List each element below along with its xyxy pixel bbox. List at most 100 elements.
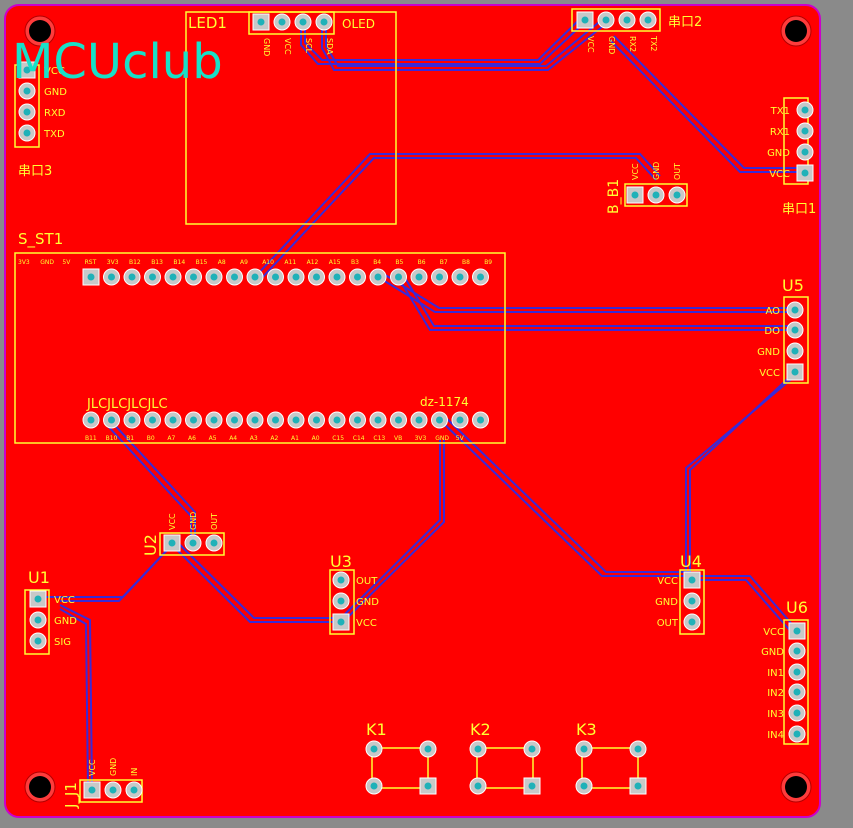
st-bot-pad <box>185 411 202 429</box>
bb1-pin-label: GND <box>652 162 661 180</box>
st-bot-pad <box>328 411 346 429</box>
u6-pad <box>788 683 806 701</box>
u6-pad <box>788 622 806 640</box>
oled-pin-label: GND <box>262 38 271 56</box>
st-bot-pin-label: A4 <box>229 435 237 442</box>
u6-pin-label: IN4 <box>767 730 784 741</box>
oled-pad <box>273 13 291 31</box>
st-top-pad <box>103 268 120 286</box>
st-bot-pin-label: A7 <box>167 435 175 442</box>
st-bot-pad <box>369 411 387 429</box>
st-top-pad <box>123 268 141 286</box>
port2-designator: 串口2 <box>668 15 702 30</box>
u5-pad <box>786 363 804 381</box>
u4-designator: U4 <box>680 552 702 571</box>
u5-pin-label: DO <box>764 326 780 337</box>
u3-pin-label: VCC <box>356 618 377 629</box>
st-bot-pin-label: B0 <box>147 435 155 442</box>
bb1-pin-label: VCC <box>631 163 640 180</box>
st-top-pin-label: 5V <box>62 259 71 266</box>
k1-designator: K1 <box>366 720 387 739</box>
u5-pad <box>786 301 804 319</box>
u6-pin-label: IN2 <box>767 688 784 699</box>
jj1-pad <box>83 781 101 799</box>
oled-pin-label: SCL <box>304 38 313 54</box>
st-bot-pad <box>410 411 428 429</box>
pads <box>18 11 814 799</box>
st-top-pin-label: B3 <box>351 259 359 266</box>
u2-pad <box>205 534 223 552</box>
jj1-pad <box>125 781 143 799</box>
port2-pin-label: RX2 <box>628 36 637 52</box>
port1-designator: 串口1 <box>782 202 816 217</box>
s-st1-designator: S_ST1 <box>18 230 63 249</box>
u3-pin-label: GND <box>356 597 379 608</box>
st-top-pad <box>410 268 428 286</box>
port3-pin-label: VCC <box>44 66 65 77</box>
port3-pad <box>18 82 36 100</box>
u5-designator: U5 <box>782 276 804 295</box>
st-bot-pin-label: A0 <box>312 435 320 442</box>
st-bot-pad <box>164 411 182 429</box>
st-top-pin-label: 3V3 <box>107 259 119 266</box>
st-top-pad <box>164 268 182 286</box>
led1-designator: LED1 <box>188 14 227 32</box>
u3-designator: U3 <box>330 552 352 571</box>
port3-pin-label: RXD <box>44 108 66 119</box>
st-top-pad <box>144 268 161 286</box>
st-bot-pin-label: B1 <box>126 435 134 442</box>
oled-pad <box>315 13 333 31</box>
st-top-pad <box>328 268 346 286</box>
k3-pad <box>575 740 593 758</box>
u1-pin-label: GND <box>54 616 77 627</box>
oled-pad <box>294 13 312 31</box>
st-top-pad <box>82 268 100 286</box>
port1-pin-label: GND <box>767 148 790 159</box>
u3-pin-label: OUT <box>356 576 378 587</box>
st-bot-pin-label: GND <box>435 435 449 442</box>
st-top-pin-label: A10 <box>262 259 274 266</box>
port2-pad <box>576 11 594 29</box>
port1-pad <box>796 164 814 182</box>
bb1-pin-label: OUT <box>673 163 682 180</box>
k1-pad <box>365 740 383 758</box>
jj1-designator: J_J1 <box>62 782 81 809</box>
oled-pin-label: VCC <box>283 38 292 55</box>
u4-pad <box>683 571 701 589</box>
st-bot-pin-label: VB <box>394 435 402 442</box>
st-top-pin-label: GND <box>40 259 54 266</box>
st-top-pin-label: B7 <box>440 259 448 266</box>
oled-pin-label: SDA <box>325 38 334 55</box>
port3-pad <box>18 124 36 142</box>
u4-pad <box>683 613 701 631</box>
st-bot-pad <box>144 411 161 429</box>
st-bot-pin-label: A2 <box>270 435 278 442</box>
u3-pad <box>332 571 350 589</box>
jj1-pin-label: GND <box>109 758 118 776</box>
bb1-pad <box>668 186 686 204</box>
st-top-pin-label: B14 <box>173 259 185 266</box>
st-bot-pin-label: A6 <box>188 435 196 442</box>
st-bot-pad <box>308 411 325 429</box>
st-bot-pad <box>82 411 100 429</box>
st-bot-pad <box>226 411 243 429</box>
k2-pad <box>469 777 487 795</box>
st-bot-pad <box>431 411 448 429</box>
u6-pin-label: IN1 <box>767 668 784 679</box>
k1-pad <box>419 777 437 795</box>
u6-pin-label: GND <box>761 647 784 658</box>
st-top-pad <box>287 268 305 286</box>
silkscreen-outlines <box>14 8 809 803</box>
u6-pin-label: VCC <box>763 627 784 638</box>
u5-pin-label: AO <box>765 306 780 317</box>
st-bot-pad <box>451 411 469 429</box>
st-top-pad <box>390 268 407 286</box>
port3-pin-label: TXD <box>43 129 65 140</box>
port1-pad <box>796 101 814 119</box>
u5-pad <box>786 342 804 360</box>
st-bot-pad <box>123 411 141 429</box>
u6-designator: U6 <box>786 598 808 617</box>
st-bot-pad <box>205 411 223 429</box>
